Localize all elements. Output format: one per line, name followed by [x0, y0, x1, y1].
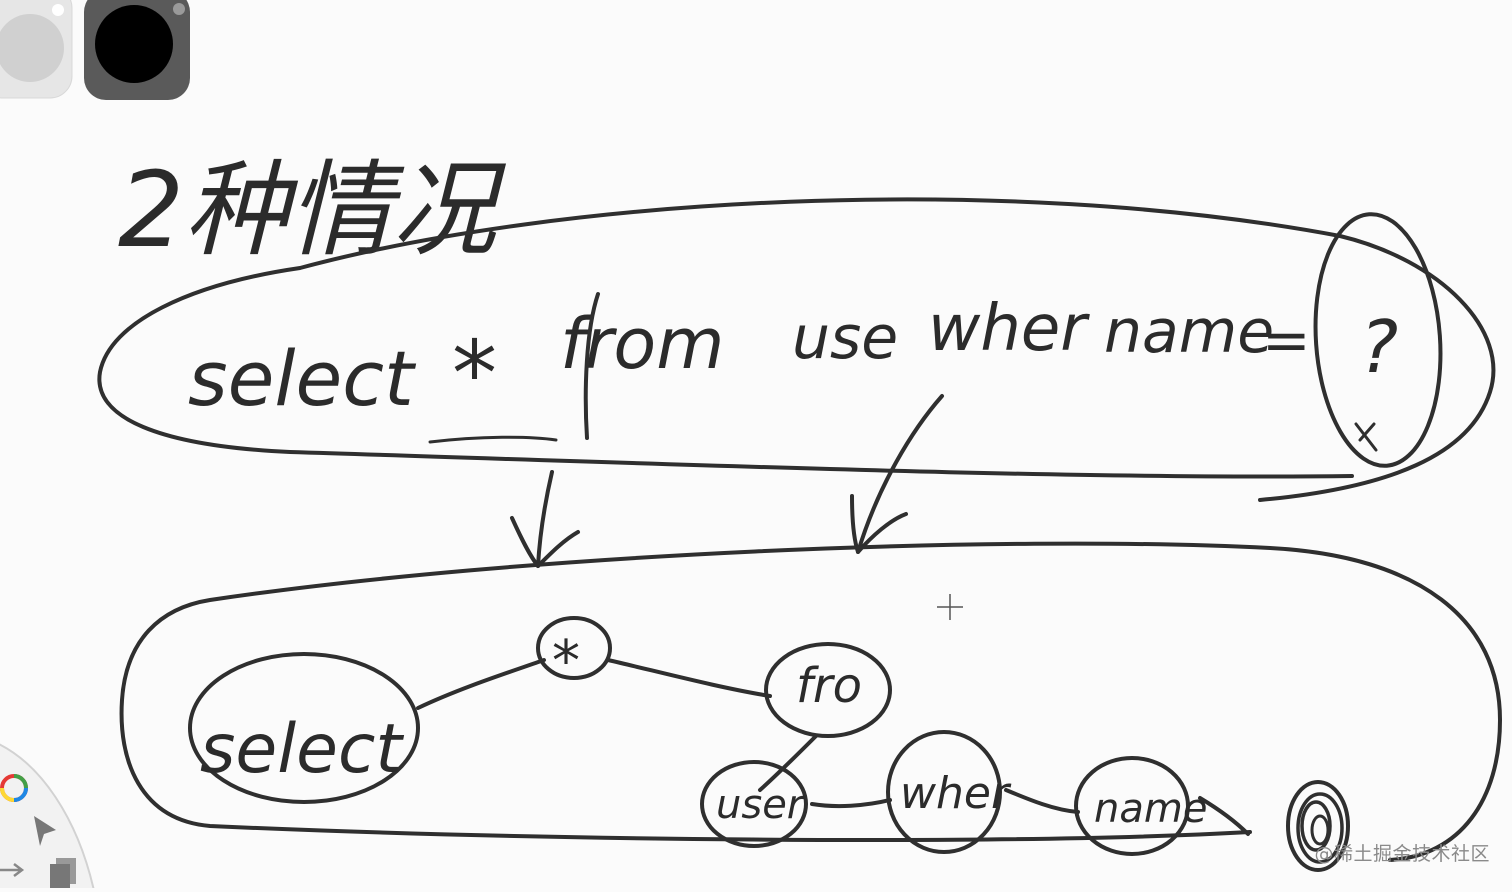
node-name-label: name — [1094, 786, 1207, 832]
arrow-icon[interactable] — [0, 863, 25, 877]
pen-tool-icon[interactable] — [34, 816, 56, 846]
tool-dock — [0, 743, 96, 892]
token-use: use — [792, 303, 898, 373]
node-from: fro — [764, 642, 892, 738]
node-name: name — [1074, 756, 1207, 856]
watermark: @稀土掘金技术社区 — [1314, 843, 1490, 865]
token-equals: = — [1262, 306, 1311, 374]
token-star: * — [452, 322, 497, 427]
scribble-line — [428, 435, 558, 444]
arrow-left — [510, 470, 580, 568]
token-wher: wher — [928, 292, 1090, 366]
node-from-label: fro — [796, 658, 862, 714]
placeholder-highlight-circle — [1313, 212, 1443, 468]
node-select-label: select — [200, 710, 404, 789]
layers-icon[interactable] — [50, 858, 76, 888]
query-loop — [97, 197, 1496, 502]
color-wheel-icon[interactable] — [0, 774, 28, 802]
tree-loop — [119, 541, 1502, 862]
node-user: user — [700, 760, 808, 848]
token-name: name — [1104, 297, 1274, 367]
node-user-label: user — [716, 782, 806, 828]
swatch-light-gray[interactable] — [0, 0, 73, 99]
node-select: select — [188, 652, 420, 804]
crosshair-cursor-icon — [937, 594, 963, 620]
heading-text: 2种情况 — [118, 149, 506, 271]
from-f-stem — [583, 292, 600, 440]
question-tail-mark — [1354, 422, 1378, 452]
token-question: ? — [1360, 305, 1398, 389]
token-select: select — [188, 334, 417, 423]
node-star-label: * — [552, 629, 580, 694]
node-where-label: wher — [900, 768, 1012, 819]
arrow-right — [850, 394, 944, 554]
node-star: * — [536, 616, 612, 694]
query-line: select * from use wher name = ? — [188, 212, 1443, 468]
swatch-black[interactable] — [84, 0, 190, 100]
node-where: wher — [886, 730, 1012, 854]
tree-edges — [416, 658, 1250, 836]
node-placeholder-scribble — [1286, 780, 1350, 872]
